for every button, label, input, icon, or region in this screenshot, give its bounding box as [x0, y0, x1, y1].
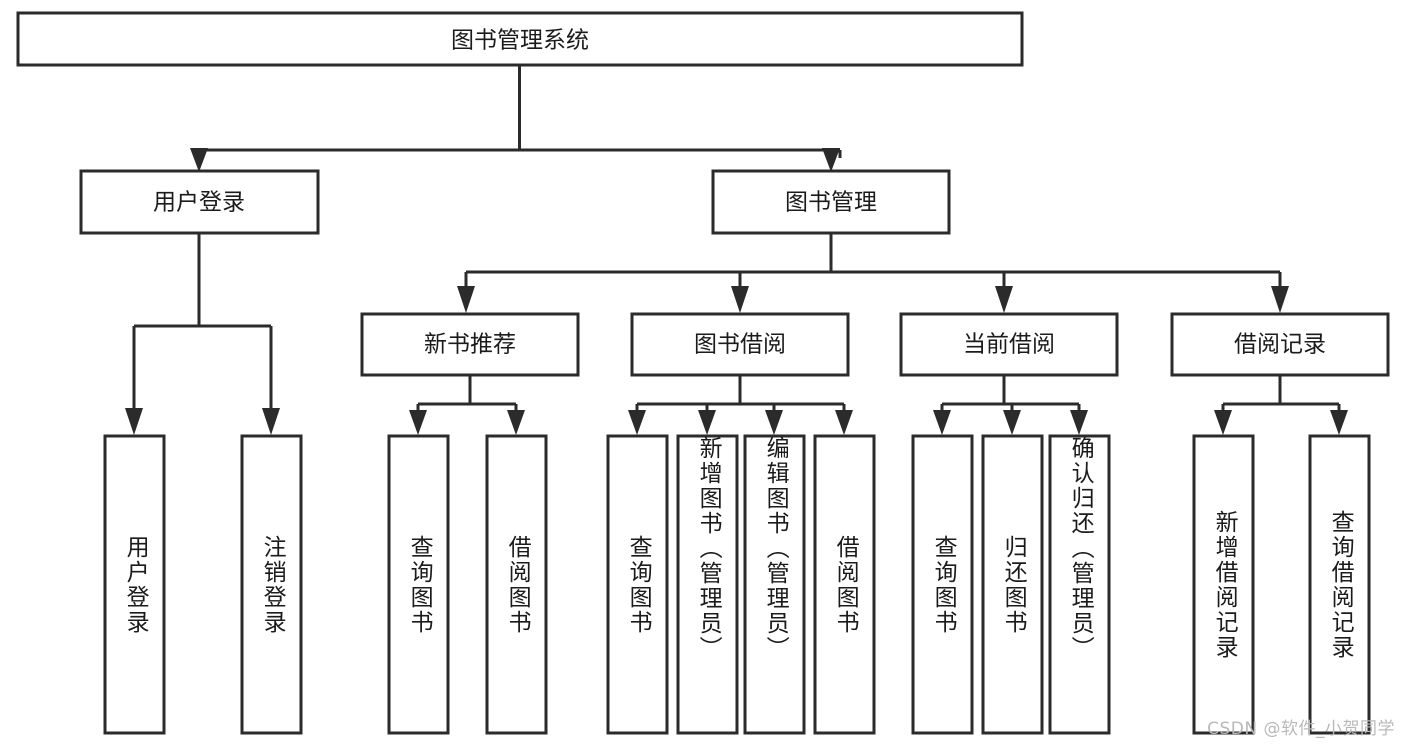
- leaf-box-user-login-1[interactable]: [103, 434, 166, 735]
- node-book-manage-box[interactable]: [711, 169, 951, 235]
- arrow-cb-leaf-3: [1070, 410, 1088, 435]
- leaf-box-current-borrow-1[interactable]: [911, 434, 974, 735]
- arrow-bb-leaf-3: [765, 410, 783, 435]
- connector-group-borrow-record: [1214, 375, 1348, 435]
- leaf-box-borrow-record-1[interactable]: [1192, 434, 1255, 735]
- node-user-login[interactable]: 用户登录: [79, 169, 320, 235]
- arrow-to-borrow-record: [1271, 286, 1289, 313]
- connector-group-new-book: [409, 375, 525, 435]
- arrow-nb-leaf-2: [507, 410, 525, 435]
- node-new-book-recommend[interactable]: 新书推荐: [360, 312, 580, 377]
- node-current-borrow-label: 当前借阅: [963, 332, 1055, 358]
- node-borrow-record-box[interactable]: [1170, 312, 1390, 377]
- arrow-leaf-user-login-1: [125, 408, 143, 435]
- node-new-book-recommend-box[interactable]: [360, 312, 580, 377]
- node-new-book-recommend-label: 新书推荐: [424, 332, 516, 358]
- arrow-to-book-borrow: [731, 286, 749, 313]
- arrow-bb-leaf-4: [835, 410, 853, 435]
- leaf-box-current-borrow-3[interactable]: [1048, 434, 1111, 735]
- node-user-login-box[interactable]: [79, 169, 320, 235]
- arrow-to-user-login: [190, 148, 208, 172]
- connector-group-book-borrow: [628, 375, 853, 435]
- leaf-box-new-book-2[interactable]: [485, 434, 548, 735]
- arrow-leaf-user-login-2: [262, 408, 280, 435]
- connector-group-root: [190, 65, 842, 172]
- leaf-box-book-borrow-2[interactable]: [676, 434, 739, 735]
- node-current-borrow[interactable]: 当前借阅: [899, 312, 1119, 377]
- arrow-to-book-manage-2: [822, 148, 840, 172]
- connector-group-user-login: [125, 233, 280, 435]
- arrow-br-leaf-1: [1214, 410, 1232, 435]
- node-borrow-record[interactable]: 借阅记录: [1170, 312, 1390, 377]
- arrow-cb-leaf-2: [1003, 410, 1021, 435]
- csdn-watermark: CSDN @软件_小贺同学: [1207, 719, 1395, 739]
- node-book-borrow-box[interactable]: [630, 312, 850, 377]
- node-book-manage-label: 图书管理: [785, 190, 877, 216]
- leaf-box-borrow-record-2[interactable]: [1308, 434, 1371, 735]
- leaf-box-current-borrow-2[interactable]: [981, 434, 1044, 735]
- arrow-to-current-borrow: [995, 286, 1013, 313]
- arrow-cb-leaf-1: [933, 410, 951, 435]
- node-root[interactable]: 图书管理系统: [16, 11, 1024, 67]
- node-user-login-label: 用户登录: [153, 190, 245, 216]
- node-borrow-record-label: 借阅记录: [1234, 332, 1326, 358]
- leaf-box-book-borrow-4[interactable]: [813, 434, 876, 735]
- node-root-label: 图书管理系统: [451, 28, 589, 54]
- node-current-borrow-box[interactable]: [899, 312, 1119, 377]
- arrow-br-leaf-2: [1330, 410, 1348, 435]
- arrow-bb-leaf-2: [698, 410, 716, 435]
- connector-group-book-manage: [457, 233, 1289, 313]
- leaf-box-new-book-1[interactable]: [387, 434, 450, 735]
- connector-group-current-borrow: [933, 375, 1088, 435]
- node-book-borrow[interactable]: 图书借阅: [630, 312, 850, 377]
- leaf-box-user-login-2[interactable]: [240, 434, 303, 735]
- node-book-manage[interactable]: 图书管理: [711, 169, 951, 235]
- arrow-to-new-book: [457, 286, 475, 313]
- leaf-box-book-borrow-1[interactable]: [606, 434, 669, 735]
- arrow-bb-leaf-1: [628, 410, 646, 435]
- leaf-box-book-borrow-3[interactable]: [743, 434, 806, 735]
- node-root-box[interactable]: [16, 11, 1024, 67]
- arrow-nb-leaf-1: [409, 410, 427, 435]
- node-book-borrow-label: 图书借阅: [694, 332, 786, 358]
